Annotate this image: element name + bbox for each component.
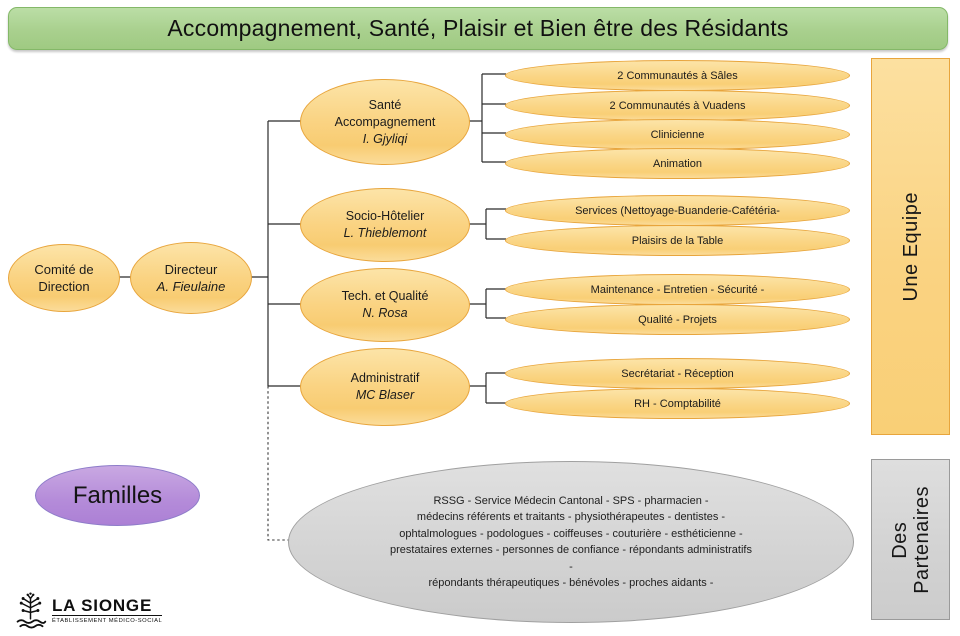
familles-node: Familles [35, 465, 200, 526]
partners-line: - [569, 560, 573, 573]
des-partenaires-banner: Des Partenaires [871, 459, 950, 620]
connector-bracket-socio [468, 208, 506, 240]
des-partenaires-line2: Partenaires [910, 485, 933, 594]
dept-sante-manager: I. Gjyliqi [362, 131, 408, 146]
dept-socio-line1: Socio-Hôtelier [345, 209, 425, 223]
unit-qualite-projets: Qualité - Projets [505, 304, 850, 335]
dept-admin-manager: MC Blaser [355, 388, 415, 402]
familles-label: Familles [72, 481, 163, 509]
unit-label: Maintenance - Entretien - Sécurité - [590, 283, 765, 296]
unit-label: 2 Communautés à Vuadens [609, 99, 746, 112]
dept-administratif-node: Administratif MC Blaser [300, 348, 470, 426]
logo-name: LA SIONGE [52, 596, 153, 616]
comite-direction-node: Comité de Direction [8, 244, 120, 312]
dept-tech-line1: Tech. et Qualité [341, 289, 429, 303]
des-partenaires-line1: Des [888, 520, 911, 559]
directeur-name: A. Fieulaine [156, 279, 226, 294]
dept-sante-line1: Santé [368, 97, 402, 112]
partners-line: médecins référents et traitants - physio… [416, 511, 726, 523]
unit-label: Clinicienne [650, 128, 705, 141]
unit-2-communautes-vuadens: 2 Communautés à Vuadens [505, 90, 850, 121]
partners-line: ophtalmologues - podologues - coiffeuses… [399, 527, 743, 540]
dept-sante-accompagnement-node: Santé Accompagnement I. Gjyliqi [300, 79, 470, 165]
directeur-role: Directeur [164, 262, 218, 277]
connector-dashed-partners [267, 386, 289, 541]
unit-plaisirs-de-la-table: Plaisirs de la Table [505, 225, 850, 256]
partners-line: prestataires externes - personnes de con… [390, 544, 752, 556]
une-equipe-label: Une Equipe [899, 191, 922, 302]
connector-bracket-sante [468, 73, 506, 163]
connector-bracket-admin [468, 372, 506, 404]
partners-line: RSSG - Service Médecin Cantonal - SPS - … [433, 494, 709, 507]
dept-socio-hotelier-node: Socio-Hôtelier L. Thieblemont [300, 188, 470, 262]
dept-admin-line1: Administratif [350, 371, 420, 385]
unit-label: Qualité - Projets [638, 313, 717, 326]
des-partenaires-label: Des Partenaires [889, 486, 933, 594]
directeur-node: Directeur A. Fieulaine [130, 242, 252, 314]
unit-clinicienne: Clinicienne [505, 119, 850, 150]
page-title: Accompagnement, Santé, Plaisir et Bien ê… [8, 7, 948, 50]
unit-animation: Animation [505, 148, 850, 179]
dept-sante-line2: Accompagnement [334, 114, 436, 129]
dept-tech-manager: N. Rosa [362, 306, 408, 320]
logo-subtitle: ÉTABLISSEMENT MÉDICO-SOCIAL [52, 615, 163, 624]
une-equipe-banner: Une Equipe [871, 58, 950, 435]
comite-label-line1: Comité de [34, 262, 94, 277]
unit-label: RH - Comptabilité [634, 397, 721, 410]
unit-label: Services (Nettoyage-Buanderie-Cafétéria- [575, 204, 780, 217]
comite-label-line2: Direction [38, 279, 90, 294]
la-sionge-logo: LA SIONGE ÉTABLISSEMENT MÉDICO-SOCIAL [12, 592, 163, 629]
unit-maintenance-entretien-securite: Maintenance - Entretien - Sécurité - [505, 274, 850, 305]
partners-ellipse-node: RSSG - Service Médecin Cantonal - SPS - … [288, 461, 854, 623]
la-sionge-logo-text: LA SIONGE ÉTABLISSEMENT MÉDICO-SOCIAL [52, 596, 163, 624]
unit-rh-comptabilite: RH - Comptabilité [505, 388, 850, 419]
unit-label: 2 Communautés à Sâles [617, 69, 738, 82]
dept-socio-manager: L. Thieblemont [343, 226, 427, 240]
unit-2-communautes-sales: 2 Communautés à Sâles [505, 60, 850, 91]
unit-services-nettoyage-buanderie-cafeteria: Services (Nettoyage-Buanderie-Cafétéria- [505, 195, 850, 226]
unit-label: Plaisirs de la Table [631, 234, 724, 247]
unit-secretariat-reception: Secrétariat - Réception [505, 358, 850, 389]
la-sionge-tree-icon [16, 592, 47, 629]
dept-tech-qualite-node: Tech. et Qualité N. Rosa [300, 268, 470, 342]
page-title-text: Accompagnement, Santé, Plaisir et Bien ê… [167, 15, 789, 41]
unit-label: Secrétariat - Réception [621, 367, 734, 380]
unit-label: Animation [653, 157, 702, 170]
partners-line: répondants thérapeutiques - bénévoles - … [428, 577, 714, 589]
connector-bracket-tech [468, 288, 506, 319]
